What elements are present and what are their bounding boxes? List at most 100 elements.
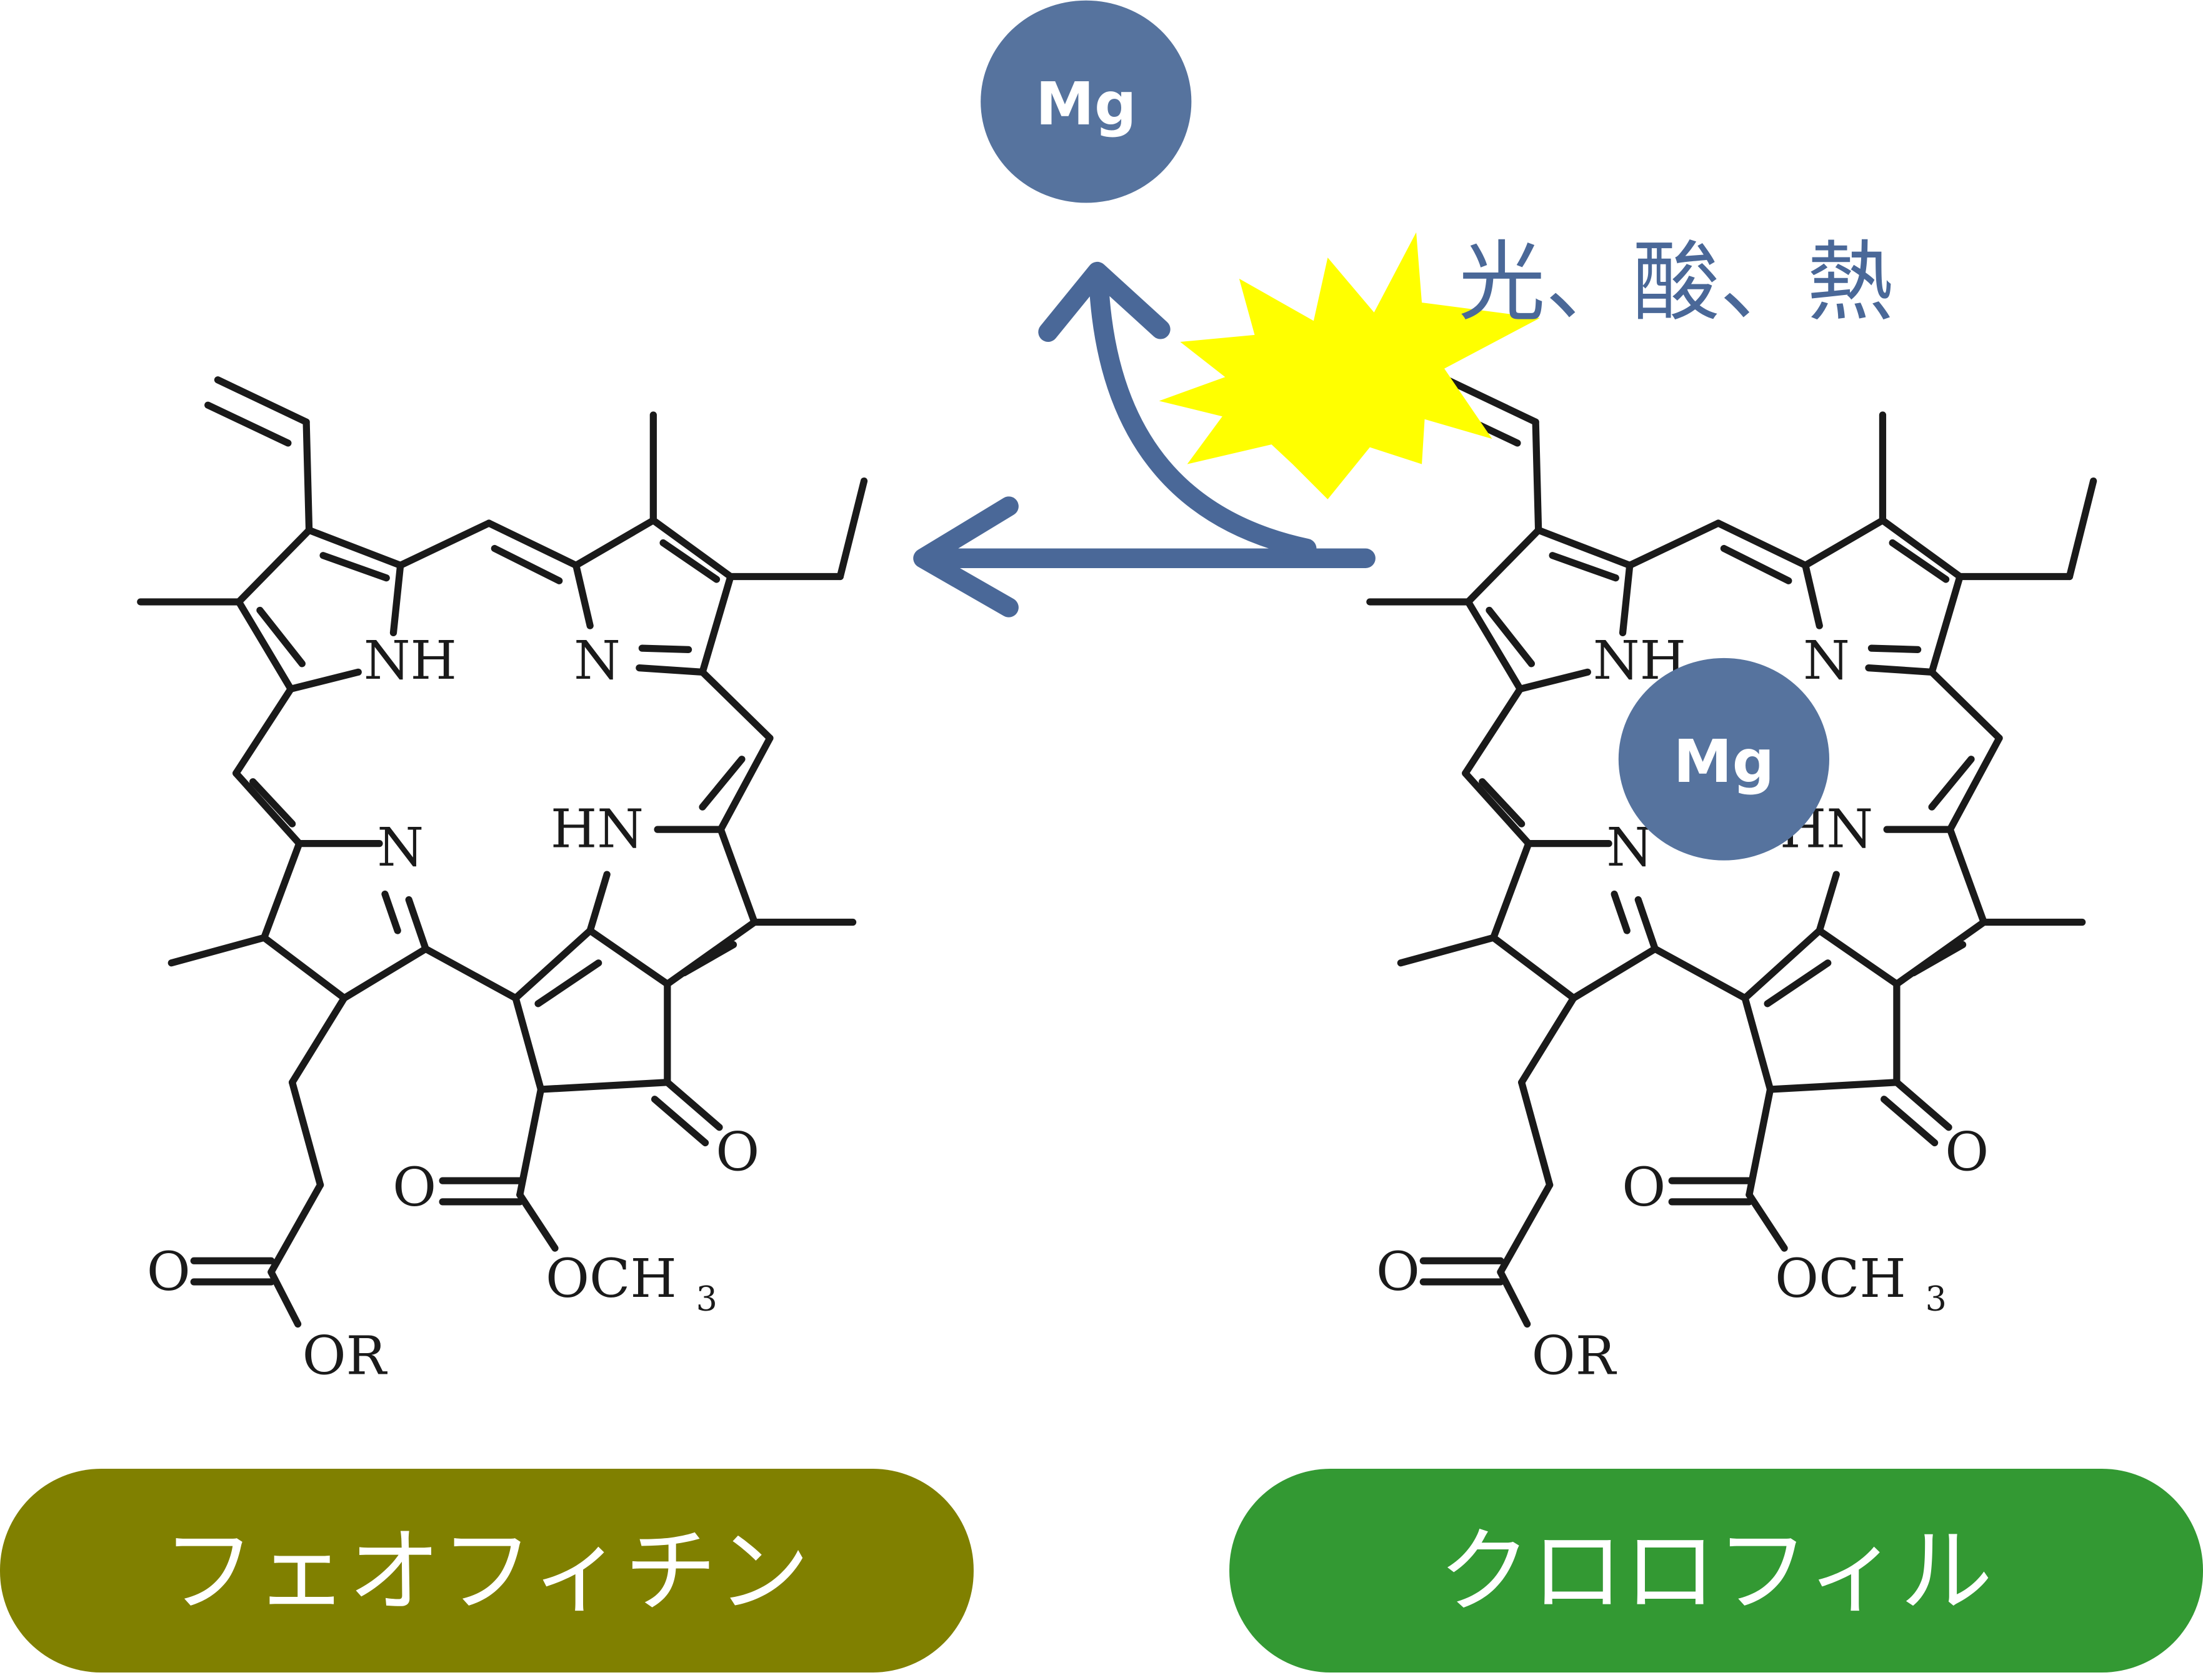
bond-line [288,994,348,1086]
mg-label: Mg [1036,70,1137,139]
bond-line [1651,945,1749,1002]
bond-line [1893,918,1987,988]
bond-line [267,1268,302,1328]
atom-label-o-ketone: O [1945,1122,1989,1184]
bond-line [1746,1086,1774,1199]
atom-label-or: OR [1532,1326,1617,1388]
bond-line [1764,959,1832,1008]
bond-line [1516,668,1591,692]
bond-line [649,516,734,581]
bond-line [1802,561,1823,629]
bond-line [1518,1079,1554,1189]
mg-circle [981,0,1192,203]
bond-line [405,896,429,952]
bond-line [537,1079,671,1093]
bond-line [1720,544,1792,584]
atom-label-o-ketone: O [716,1122,759,1184]
bond-line [491,544,563,584]
bond-line [288,1079,324,1189]
atom-label-och3: OCH [546,1248,677,1310]
bond-line [1611,890,1631,934]
bond-line [1928,668,2003,742]
bond-line [2066,477,2097,581]
conversion-arrow [913,496,1376,618]
atom-label-n-bottom: N [1606,817,1653,879]
bond-line [235,526,313,606]
atom-label-n-top: N [1803,630,1850,692]
bond-line [1497,1268,1531,1328]
mg-ion-bound: Mg [1618,658,1830,861]
bond-line [1910,941,1967,977]
conditions-label: 光、酸、熱 [1459,232,1894,333]
bond-line [586,871,611,934]
bond-line [681,941,737,977]
bond-line [1570,945,1659,1002]
bond-line [204,401,292,447]
bond-line [1490,934,1577,1002]
bond-line [256,606,306,668]
bond-line [232,685,294,777]
atom-label-or: OR [302,1326,388,1388]
bond-line [572,561,594,629]
bond-line [1626,519,1722,569]
svg-text:フェオフィチン: フェオフィチン [162,1518,810,1626]
bond-line [1479,778,1526,828]
atom-label-subscript: 3 [696,1279,717,1319]
atom-label-n-bottom: N [377,817,424,879]
bond-line [534,959,602,1008]
atom-label-o-ester1: O [392,1157,436,1219]
bond-line [664,1079,723,1131]
bond-line [1619,561,1634,637]
bond-line [261,840,303,941]
bond-line [1946,826,1987,926]
atom-label-subscript: 3 [1926,1279,1947,1319]
bond-line [512,927,594,1002]
pheophytin-label: フェオフィチン [0,1469,974,1672]
bond-line [1464,598,1524,692]
bond-line [1486,606,1536,668]
bond-line [305,526,404,569]
bond-line [1443,376,1539,426]
bond-line [381,890,401,934]
bond-line [516,1191,559,1252]
bond-line [249,778,296,828]
chlorophyll-label: クロロフィル [1229,1469,2203,1672]
bond-line [717,734,774,833]
bond-line [1741,994,1774,1093]
atom-label-o-ester2: O [1376,1241,1420,1303]
bond-line [485,519,580,569]
bond-line [1464,526,1542,606]
bond-line [1462,769,1532,848]
bond-line [1535,526,1634,569]
bond-line [1462,685,1524,777]
bond-line [664,918,758,988]
bond-line [1893,1079,1952,1131]
bond-line [1532,418,1542,534]
bond-line [1865,664,1936,676]
bond-line [1816,927,1901,988]
atom-label-o-ester2: O [147,1241,191,1303]
bond-line [651,1096,709,1147]
bond-line [1714,519,1809,569]
bond-line [586,927,671,988]
bond-line [261,934,348,1002]
bond-line [512,994,545,1093]
bond-line [232,769,303,848]
bond-line [717,826,758,926]
bond-line [1634,896,1659,952]
bond-line [699,668,774,742]
bond-line [516,1086,545,1199]
bond-line [1397,934,1497,967]
bond-line [1867,644,1922,654]
atom-label-nh: NH [364,630,457,692]
mg-label: Mg [1674,728,1775,796]
atom-label-n-top: N [574,630,621,692]
bond-line [1928,572,1964,676]
bond-line [1816,871,1840,934]
bond-line [699,756,746,811]
bond-line [167,934,268,967]
bond-line [659,539,721,583]
bond-line [1518,994,1577,1086]
